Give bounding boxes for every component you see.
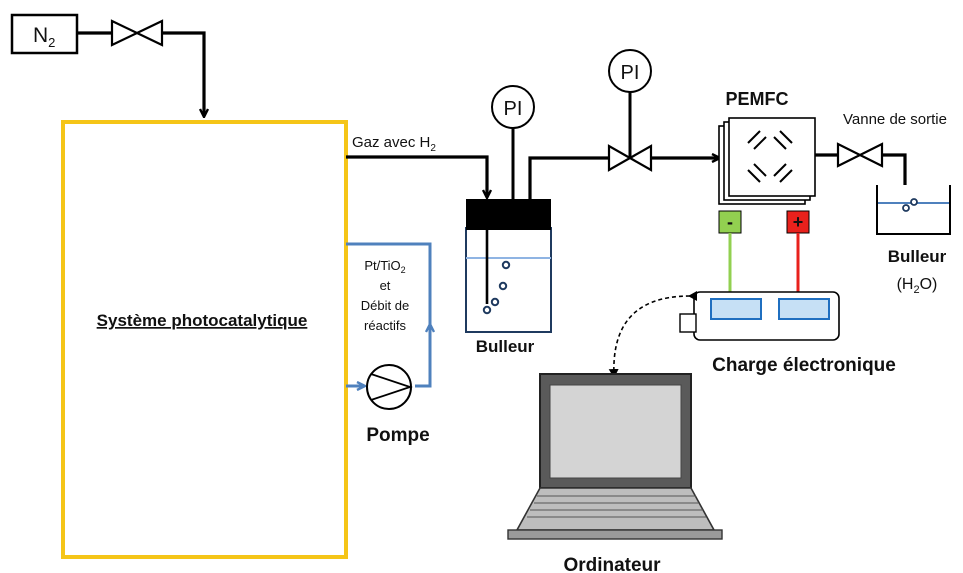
- pi-1-label: PI: [504, 98, 523, 120]
- data-link: [608, 290, 698, 378]
- recirculation-loop: [346, 242, 432, 388]
- pemfc-stack: [718, 117, 816, 205]
- load-display-right: [778, 298, 830, 320]
- computer-label: Ordinateur: [563, 555, 661, 573]
- et-label: et: [380, 278, 391, 293]
- load-display-left: [710, 298, 762, 320]
- pressure-gauge-2: PI: [608, 49, 652, 93]
- outlet-valve: [836, 142, 884, 168]
- photocatalytic-system-box: [61, 120, 348, 559]
- laptop-icon: [507, 373, 723, 540]
- bubble: [482, 305, 492, 315]
- positive-terminal-label: +: [793, 212, 804, 232]
- bubbler-1-label: Bulleur: [476, 337, 535, 356]
- bubble: [498, 281, 508, 291]
- outlet-valve-label: Vanne de sortie: [843, 111, 947, 128]
- pressure-gauge-1: PI: [491, 85, 535, 129]
- pi-2-label: PI: [621, 62, 640, 84]
- bubbler-2-label: Bulleur: [888, 247, 947, 266]
- negative-terminal: -: [718, 210, 742, 234]
- n2-label: N2: [33, 24, 55, 50]
- positive-terminal: +: [786, 210, 810, 234]
- pump-icon: [366, 364, 413, 410]
- outlet-pipe-down: [882, 153, 905, 196]
- electronic-load: [679, 291, 840, 341]
- pemfc-label: PEMFC: [726, 89, 789, 109]
- bubble: [910, 198, 918, 206]
- pump-label: Pompe: [366, 425, 429, 446]
- bubbler-2: [876, 185, 951, 235]
- gas-pipe: [346, 155, 487, 197]
- electronic-load-label: Charge électronique: [712, 355, 896, 376]
- pemfc-channel-marks: [747, 130, 793, 183]
- bubble: [902, 204, 910, 212]
- n2-pipe-down: [162, 31, 204, 116]
- n2-source: N2: [10, 13, 79, 55]
- negative-terminal-label: -: [727, 212, 733, 232]
- catalyst-label: Pt/TiO2: [364, 258, 405, 275]
- bubble: [490, 297, 500, 307]
- bubbler-1: [465, 199, 552, 333]
- bubble: [501, 260, 511, 270]
- photocatalytic-system-label: Système photocatalytique: [97, 311, 308, 330]
- gas-h2-label: Gaz avec H2: [352, 134, 436, 154]
- h2o-label: (H2O): [897, 276, 938, 296]
- debit-label-line2: réactifs: [364, 318, 406, 333]
- n2-valve: [110, 19, 164, 47]
- bubbler-outlet-pipe: [528, 156, 609, 199]
- debit-label-line1: Débit de: [361, 298, 409, 313]
